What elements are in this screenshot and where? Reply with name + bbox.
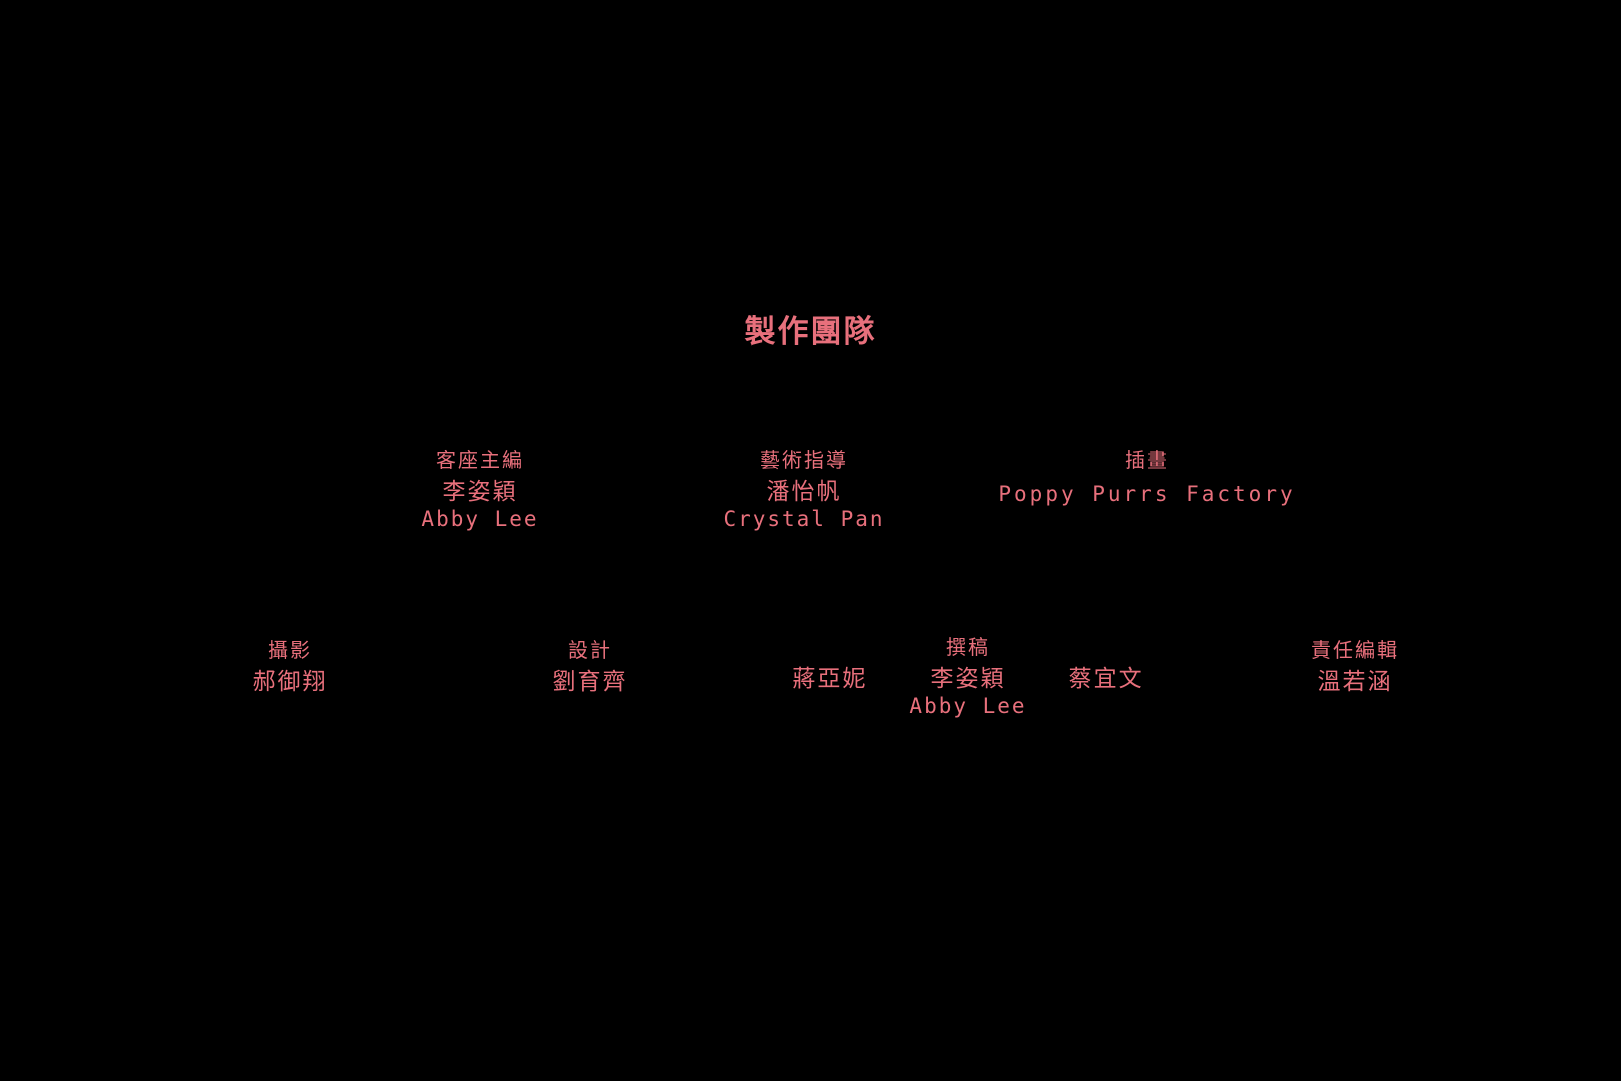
credit-name-cn: 李姿穎 bbox=[442, 479, 518, 505]
credit-name-cn: 潘怡帆 bbox=[766, 479, 842, 505]
credit-name-cn: 郝御翔 bbox=[252, 669, 328, 695]
credit-person: 蔡宜文 bbox=[1069, 665, 1144, 719]
credit-role: 撰稿 bbox=[946, 635, 990, 659]
credit-person: 劉育齊 bbox=[553, 668, 628, 697]
credit-block-guest-editor: 客座主編 李姿穎 Abby Lee bbox=[300, 447, 660, 532]
credit-name-cn: 蔣亞妮 bbox=[792, 666, 868, 692]
credit-name-cn: 溫若涵 bbox=[1317, 669, 1393, 695]
credit-role: 責任編輯 bbox=[1311, 638, 1399, 662]
credit-block-illustration: 插畫 Poppy Purrs Factory bbox=[967, 447, 1327, 509]
credit-block-managing-editor: 責任編輯 溫若涵 bbox=[1175, 637, 1535, 697]
credit-names: 李姿穎 Abby Lee bbox=[300, 478, 660, 532]
credit-names: 劉育齊 bbox=[410, 668, 770, 697]
credit-person: 李姿穎 Abby Lee bbox=[421, 478, 538, 532]
credit-person: Poppy Purrs Factory bbox=[998, 478, 1295, 509]
credit-names: 郝御翔 bbox=[110, 668, 470, 697]
credit-block-design: 設計 劉育齊 bbox=[410, 637, 770, 697]
credit-person: 李姿穎 Abby Lee bbox=[909, 665, 1026, 719]
credit-name-en: Abby Lee bbox=[421, 507, 539, 531]
credits-title: 製作團隊 bbox=[744, 314, 877, 350]
credit-name-cn: 蔡宜文 bbox=[1068, 666, 1144, 692]
credit-name-cn: 劉育齊 bbox=[552, 669, 628, 695]
credit-block-photography: 攝影 郝御翔 bbox=[110, 637, 470, 697]
credit-name-en: Abby Lee bbox=[909, 694, 1027, 718]
credit-role: 客座主編 bbox=[436, 448, 524, 472]
credit-role: 插畫 bbox=[1125, 448, 1169, 472]
credit-names: 溫若涵 bbox=[1175, 668, 1535, 697]
credit-names: 蔣亞妮 李姿穎 Abby Lee 蔡宜文 bbox=[788, 665, 1148, 719]
credit-block-art-director: 藝術指導 潘怡帆 Crystal Pan bbox=[624, 447, 984, 532]
credit-block-writers: 撰稿 蔣亞妮 李姿穎 Abby Lee 蔡宜文 bbox=[788, 634, 1148, 719]
credit-person: 溫若涵 bbox=[1318, 668, 1393, 697]
credit-name-cn: 李姿穎 bbox=[930, 666, 1006, 692]
credit-person: 郝御翔 bbox=[253, 668, 328, 697]
credit-names: 潘怡帆 Crystal Pan bbox=[624, 478, 984, 532]
credit-names: Poppy Purrs Factory bbox=[967, 478, 1327, 509]
credit-role: 攝影 bbox=[268, 638, 312, 662]
credit-person: 蔣亞妮 bbox=[792, 665, 867, 719]
credit-name-en: Crystal Pan bbox=[723, 507, 885, 531]
credit-name-en: Poppy Purrs Factory bbox=[998, 482, 1296, 506]
credit-person: 潘怡帆 Crystal Pan bbox=[723, 478, 884, 532]
credit-role: 設計 bbox=[568, 638, 612, 662]
credit-role: 藝術指導 bbox=[760, 448, 848, 472]
